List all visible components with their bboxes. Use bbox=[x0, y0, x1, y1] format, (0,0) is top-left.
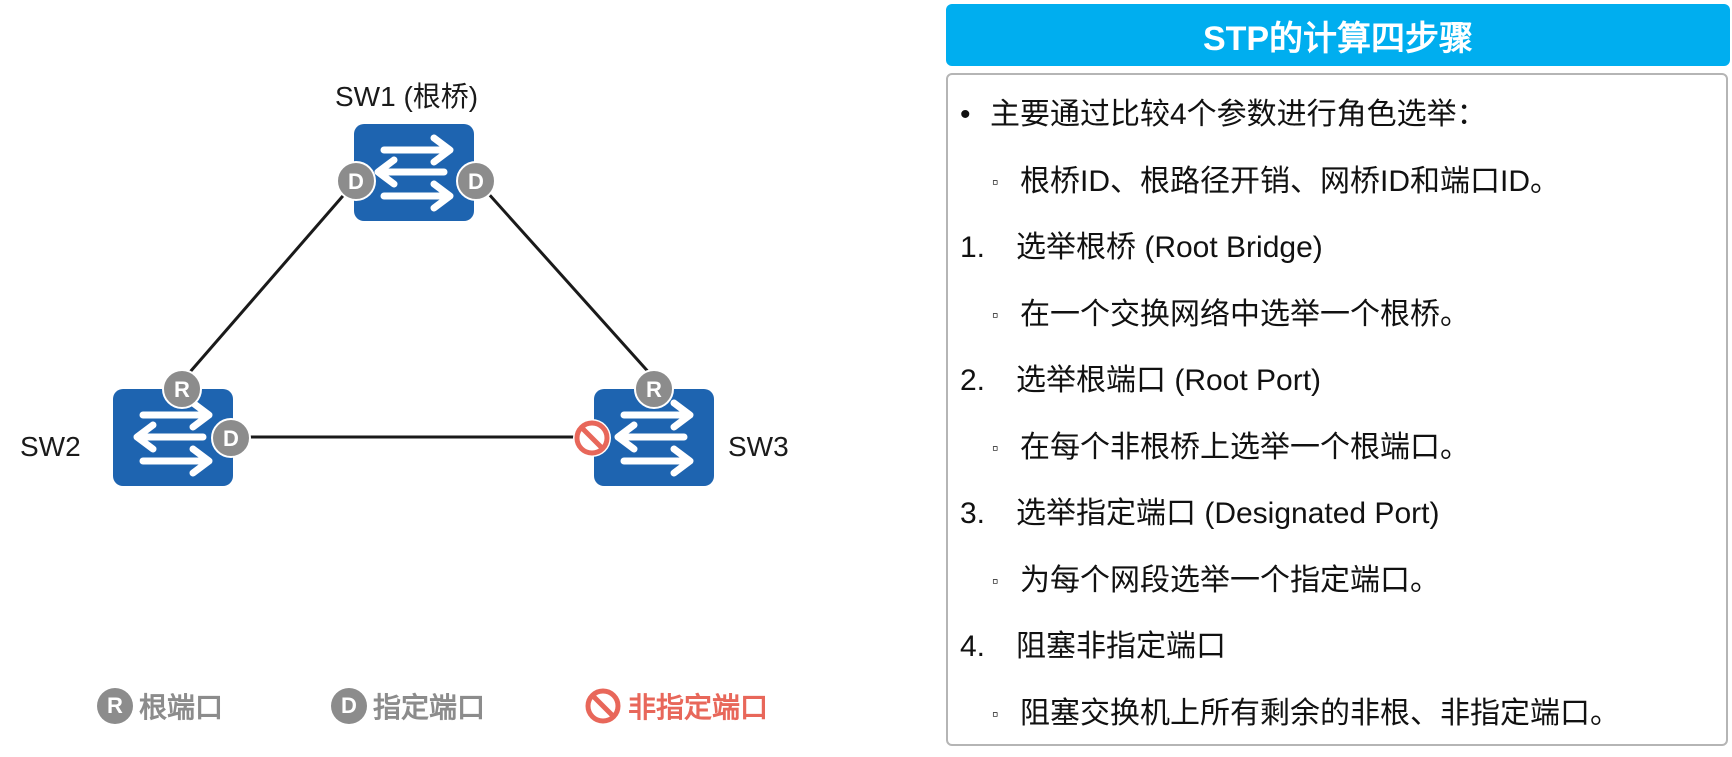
svg-text:D: D bbox=[223, 426, 239, 451]
switch-label-sw1: SW1 (根桥) bbox=[335, 81, 478, 112]
panel-item-text: 为每个网段选举一个指定端口。 bbox=[1020, 563, 1440, 597]
item-marker: 1. bbox=[960, 231, 986, 264]
svg-text:D: D bbox=[468, 169, 484, 194]
port-badge-sw1-right: D bbox=[456, 161, 496, 201]
svg-text:D: D bbox=[348, 169, 364, 194]
steps-panel: • 主要通过比较4个参数进行角色选举： ▫ 根桥ID、根路径开销、网桥ID和端口ID。… bbox=[946, 73, 1728, 746]
item-marker: 3. bbox=[960, 497, 986, 530]
switch-sw1 bbox=[354, 124, 474, 221]
svg-text:R: R bbox=[646, 377, 662, 402]
designated-port-badge-icon: D bbox=[331, 688, 367, 724]
square-bullet-icon: ▫ bbox=[992, 171, 999, 192]
root-port-badge-icon: R bbox=[97, 688, 133, 724]
panel-item-text: 在每个非根桥上选举一个根端口。 bbox=[1020, 430, 1470, 464]
square-bullet-icon: ▫ bbox=[992, 437, 999, 458]
port-badge-sw1-left: D bbox=[336, 161, 376, 201]
panel-item-text: 阻塞交换机上所有剩余的非根、非指定端口。 bbox=[1020, 696, 1620, 730]
panel-title: STP的计算四步骤 bbox=[946, 4, 1730, 66]
panel-item-text: 选举根端口 (Root Port) bbox=[1016, 364, 1322, 397]
panel-item-text: 阻塞非指定端口 bbox=[1016, 630, 1226, 663]
legend-designated-port: D 指定端口 bbox=[331, 686, 485, 726]
legend-non-designated-port-label: 非指定端口 bbox=[628, 692, 769, 723]
square-bullet-icon: ▫ bbox=[992, 703, 999, 724]
port-badge-sw2-right: D bbox=[211, 418, 251, 458]
panel-item-text: 主要通过比较4个参数进行角色选举： bbox=[990, 98, 1487, 131]
switch-label-sw2: SW2 bbox=[20, 431, 81, 462]
blocked-port-icon-sw3-left bbox=[573, 419, 611, 457]
switch-sw2 bbox=[113, 389, 233, 486]
switch-label-sw3: SW3 bbox=[728, 431, 789, 462]
panel-item-text: 在一个交换网络中选举一个根桥。 bbox=[1020, 297, 1470, 331]
port-badge-sw2-top: R bbox=[162, 369, 202, 409]
switch-sw3 bbox=[594, 389, 714, 486]
item-marker: 4. bbox=[960, 630, 986, 663]
legend-non-designated-port: 非指定端口 bbox=[584, 686, 768, 726]
item-marker: • bbox=[960, 98, 971, 131]
link-sw1-sw3 bbox=[476, 180, 654, 378]
legend-root-port: R 根端口 bbox=[97, 686, 223, 726]
svg-text:R: R bbox=[174, 377, 190, 402]
square-bullet-icon: ▫ bbox=[992, 304, 999, 325]
legend-root-port-label: 根端口 bbox=[139, 692, 224, 723]
legend-designated-port-label: 指定端口 bbox=[373, 692, 486, 723]
panel-item-text: 选举指定端口 (Designated Port) bbox=[1016, 497, 1440, 530]
panel-item-text: 选举根桥 (Root Bridge) bbox=[1016, 231, 1323, 264]
blocked-icon bbox=[585, 688, 621, 724]
stp-topology-diagram: D D R D R SW1 (根桥) SW2 SW3 bbox=[20, 81, 789, 486]
item-marker: 2. bbox=[960, 364, 986, 397]
square-bullet-icon: ▫ bbox=[992, 570, 999, 591]
link-sw1-sw2 bbox=[188, 181, 357, 373]
panel-item-text: 根桥ID、根路径开销、网桥ID和端口ID。 bbox=[1020, 164, 1560, 198]
port-badge-sw3-top: R bbox=[634, 369, 674, 409]
